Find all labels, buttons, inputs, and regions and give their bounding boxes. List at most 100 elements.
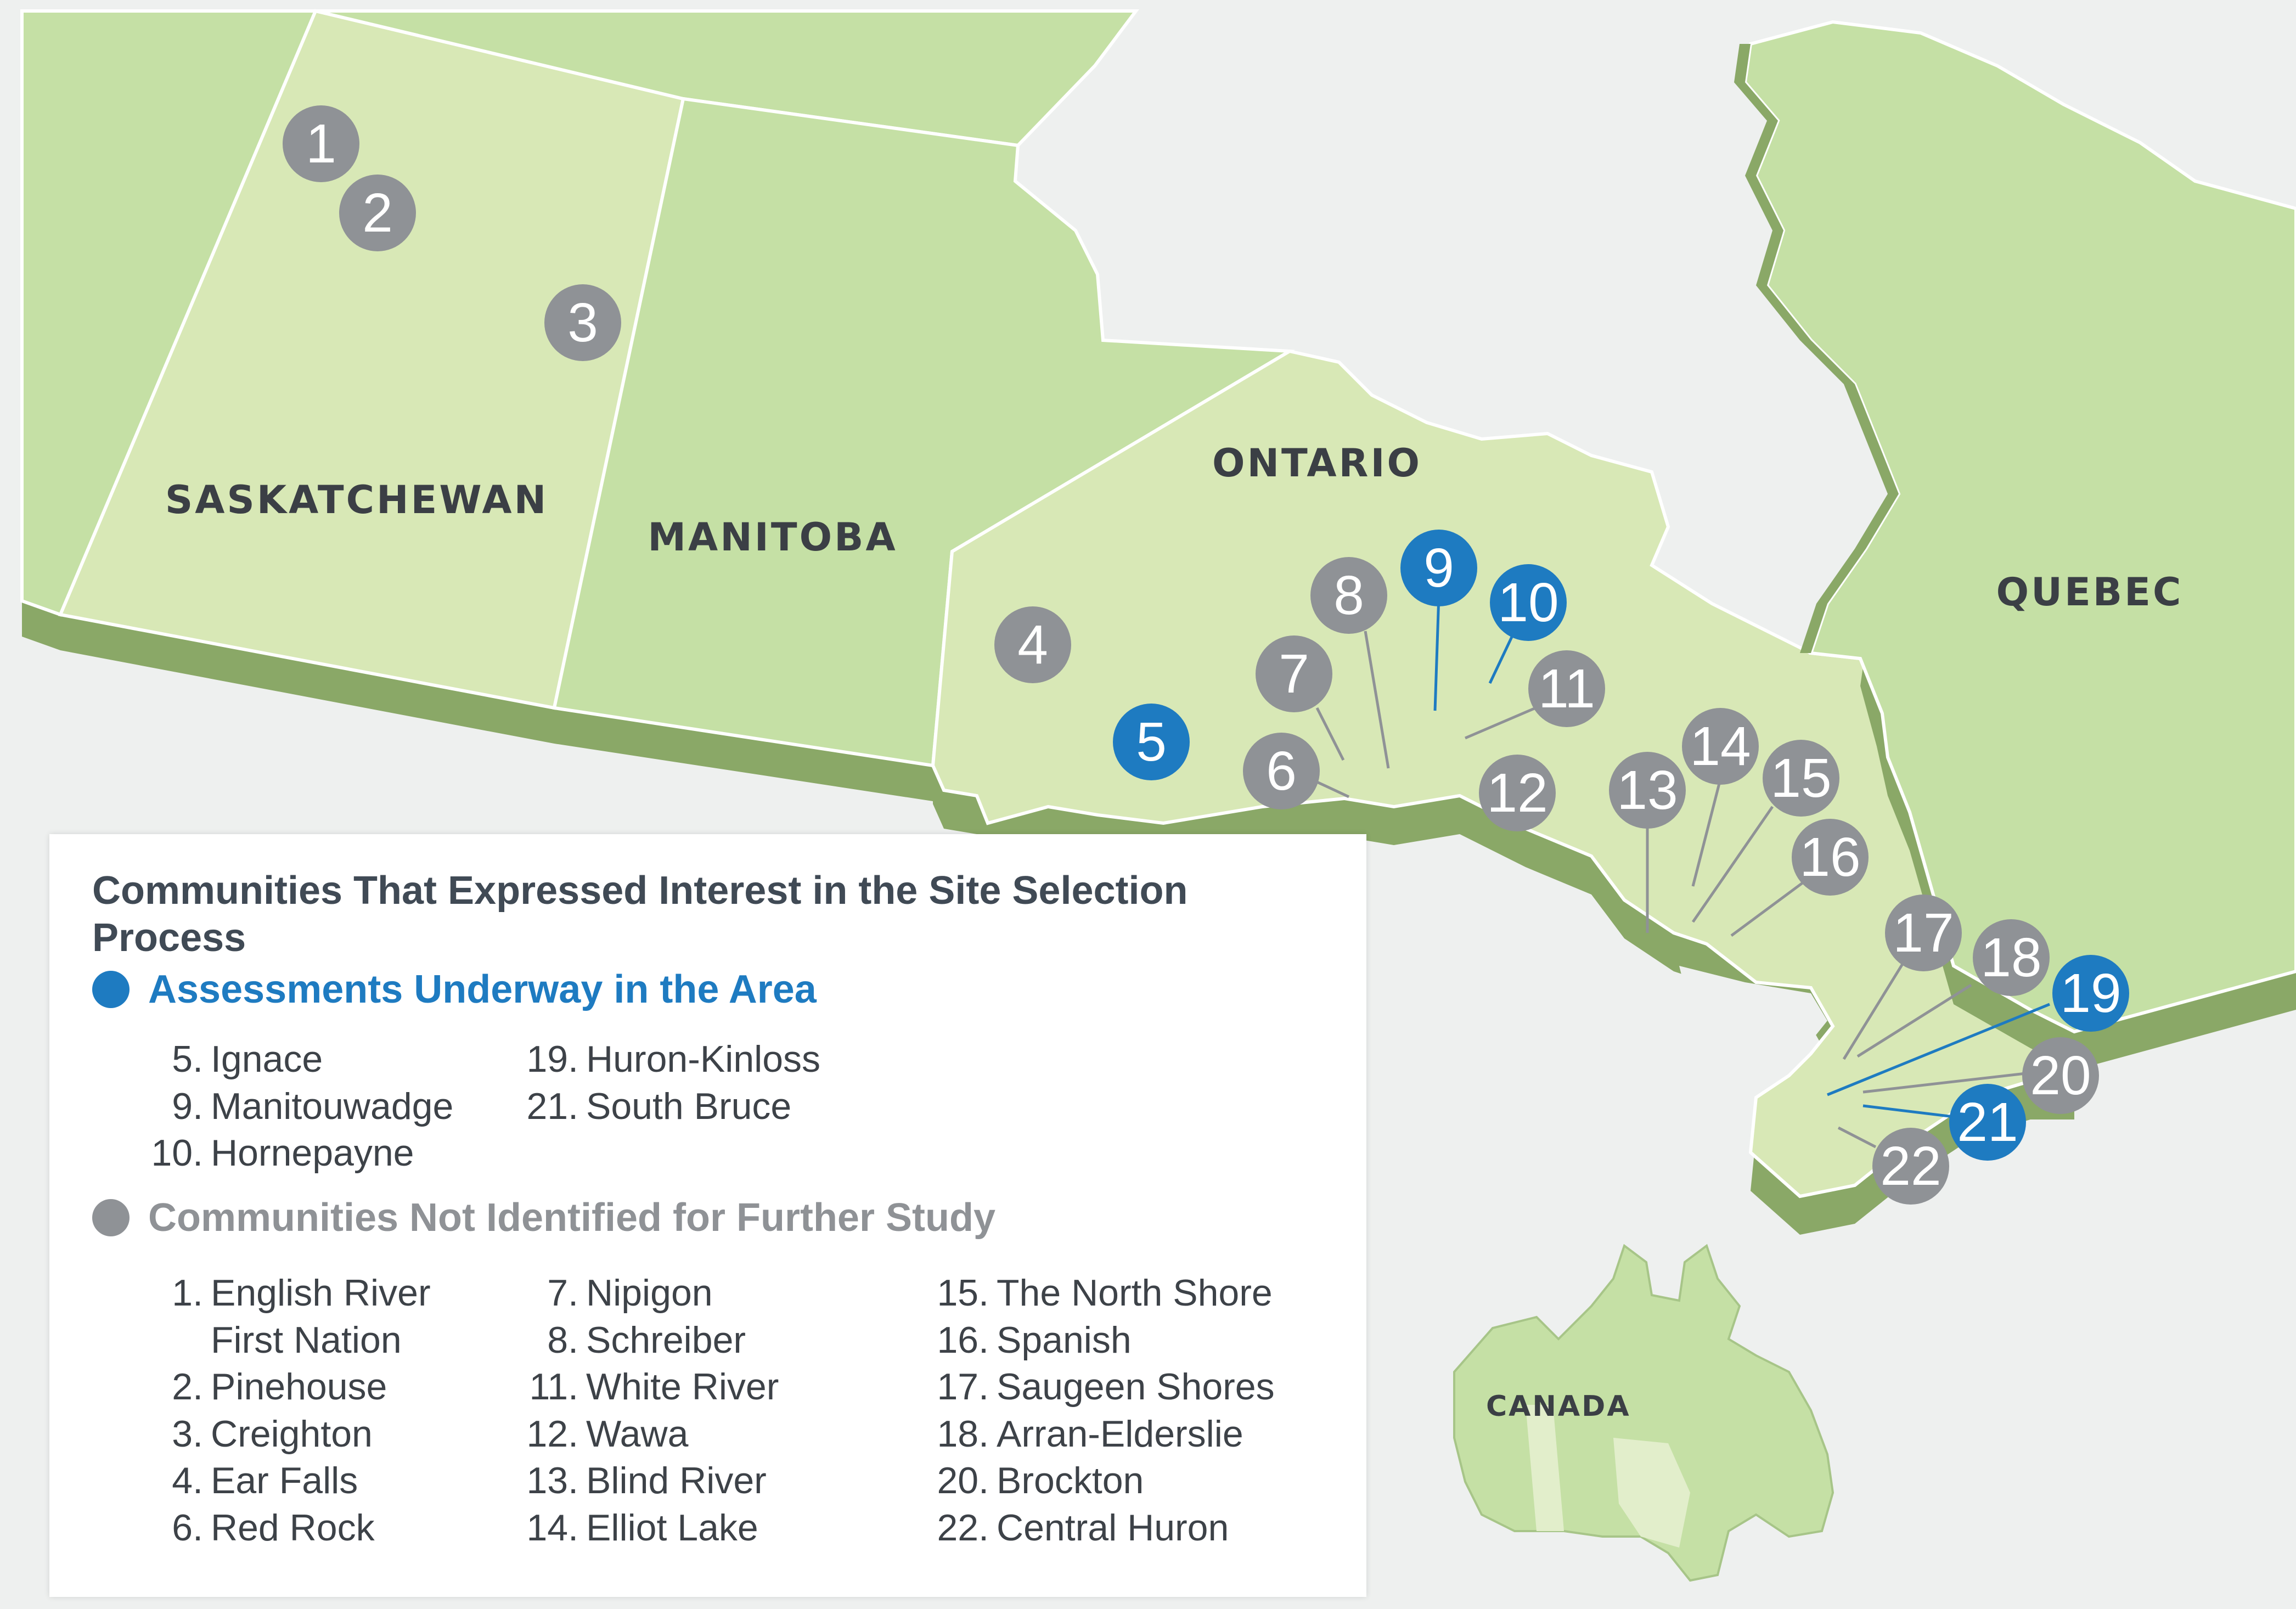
list-item: First Nation xyxy=(137,1317,431,1364)
list-item-name: Ear Falls xyxy=(211,1460,358,1501)
marker-18[interactable]: 18 xyxy=(1973,919,2050,996)
marker-circle xyxy=(1885,894,1962,971)
marker-label: 4 xyxy=(1017,614,1048,676)
marker-8[interactable]: 8 xyxy=(1310,557,1387,634)
marker-9[interactable]: 9 xyxy=(1400,530,1477,606)
marker-14[interactable]: 14 xyxy=(1682,708,1759,785)
marker-15[interactable]: 15 xyxy=(1763,740,1839,817)
list-item-name: Blind River xyxy=(586,1460,767,1501)
marker-circle xyxy=(994,606,1071,683)
region-label-ontario: ONTARIO xyxy=(1212,441,1422,486)
marker-circle xyxy=(1528,650,1605,727)
leader-line-11 xyxy=(1465,704,1543,740)
marker-label: 19 xyxy=(2060,963,2121,1024)
marker-circle xyxy=(1949,1084,2026,1161)
list-item: 15.The North Shore xyxy=(923,1270,1275,1317)
list-item-number: 10. xyxy=(151,1132,203,1174)
marker-label: 12 xyxy=(1487,762,1547,824)
list-item-name: First Nation xyxy=(211,1319,402,1361)
marker-circle xyxy=(1490,564,1567,641)
marker-circle xyxy=(1973,919,2050,996)
marker-4[interactable]: 4 xyxy=(994,606,1071,683)
marker-circle xyxy=(1479,755,1556,831)
list-item: 20.Brockton xyxy=(923,1458,1275,1505)
marker-6[interactable]: 6 xyxy=(1243,733,1320,809)
marker-5[interactable]: 5 xyxy=(1113,704,1190,780)
legend-title: Communities That Expressed Interest in t… xyxy=(92,869,1188,960)
marker-2[interactable]: 2 xyxy=(339,175,416,251)
list-item-name: South Bruce xyxy=(586,1085,792,1127)
marker-circle xyxy=(339,175,416,251)
list-item-name: Pinehouse xyxy=(211,1366,387,1408)
list-item-name: Red Rock xyxy=(211,1506,375,1549)
marker-label: 6 xyxy=(1266,740,1297,802)
marker-3[interactable]: 3 xyxy=(544,284,621,361)
leader-line-18 xyxy=(1856,983,1972,1058)
marker-label: 21 xyxy=(1957,1092,2018,1153)
marker-circle xyxy=(1763,740,1839,817)
list-item-number: 13. xyxy=(526,1460,578,1501)
marker-21[interactable]: 21 xyxy=(1949,1084,2026,1161)
list-item-name: Elliot Lake xyxy=(586,1506,758,1549)
list-item-number: 9. xyxy=(172,1085,203,1127)
marker-10[interactable]: 10 xyxy=(1490,564,1567,641)
list-item-number: 18. xyxy=(937,1413,989,1455)
marker-20[interactable]: 20 xyxy=(2022,1037,2099,1114)
marker-13[interactable]: 13 xyxy=(1609,752,1686,829)
list-item: 16.Spanish xyxy=(923,1317,1275,1364)
region-label-quebec: QUEBEC xyxy=(1996,570,2184,615)
marker-7[interactable]: 7 xyxy=(1256,635,1332,712)
marker-circle xyxy=(1113,704,1190,780)
marker-label: 9 xyxy=(1423,537,1454,599)
leader-line-10 xyxy=(1488,630,1516,684)
legend-heading-not-identified: Communities Not Identified for Further S… xyxy=(148,1196,995,1240)
list-item: 3.Creighton xyxy=(137,1411,431,1458)
marker-label: 13 xyxy=(1617,760,1678,821)
marker-circle xyxy=(2022,1037,2099,1114)
list-item: 9.Manitouwadge xyxy=(137,1083,453,1130)
not-identified-list-col-2: 7.Nipigon 8.Schreiber 11.White River 12.… xyxy=(513,1270,779,1551)
list-item-number: 6. xyxy=(172,1506,203,1549)
list-item: 19.Huron-Kinloss xyxy=(513,1036,820,1083)
marker-17[interactable]: 17 xyxy=(1885,894,1962,971)
list-item-number: 16. xyxy=(937,1319,989,1361)
list-item-number xyxy=(137,1317,203,1364)
list-item-name: English River xyxy=(211,1272,431,1314)
region-label-manitoba: MANITOBA xyxy=(648,515,897,560)
blue-dot-icon xyxy=(92,971,130,1008)
marker-circle xyxy=(1243,733,1320,809)
list-item-number: 14. xyxy=(526,1506,578,1549)
marker-1[interactable]: 1 xyxy=(283,105,359,182)
list-item-number: 22. xyxy=(937,1506,989,1549)
marker-label: 14 xyxy=(1690,716,1751,777)
marker-16[interactable]: 16 xyxy=(1792,819,1869,896)
marker-circle xyxy=(1310,557,1387,634)
list-item-name: Schreiber xyxy=(586,1319,746,1361)
list-item: 2.Pinehouse xyxy=(137,1364,431,1411)
region-label-saskatchewan: SASKATCHEWAN xyxy=(165,477,548,522)
marker-22[interactable]: 22 xyxy=(1872,1128,1949,1205)
list-item-name: Arran-Elderslie xyxy=(997,1413,1243,1455)
list-item: 8.Schreiber xyxy=(513,1317,779,1364)
list-item-number: 15. xyxy=(937,1272,989,1314)
list-item-name: White River xyxy=(586,1366,779,1408)
leader-line-20 xyxy=(1862,1071,2031,1094)
marker-circle xyxy=(1609,752,1686,829)
marker-19[interactable]: 19 xyxy=(2052,955,2129,1032)
region-northern-territories xyxy=(315,9,1139,148)
marker-12[interactable]: 12 xyxy=(1479,755,1556,831)
not-identified-list-col-3: 15.The North Shore 16.Spanish 17.Saugeen… xyxy=(923,1270,1275,1551)
marker-11[interactable]: 11 xyxy=(1528,650,1605,727)
marker-label: 22 xyxy=(1880,1135,1941,1197)
region-manitoba xyxy=(552,97,1295,768)
marker-label: 15 xyxy=(1770,747,1831,809)
list-item: 7.Nipigon xyxy=(513,1270,779,1317)
marker-label: 20 xyxy=(2030,1045,2091,1106)
list-item-name: Nipigon xyxy=(586,1272,713,1314)
list-item: 12.Wawa xyxy=(513,1411,779,1458)
inset-label-canada: CANADA xyxy=(1486,1390,1631,1423)
list-item: 17.Saugeen Shores xyxy=(923,1364,1274,1411)
marker-circle xyxy=(1400,530,1477,606)
marker-label: 18 xyxy=(1980,927,2041,988)
